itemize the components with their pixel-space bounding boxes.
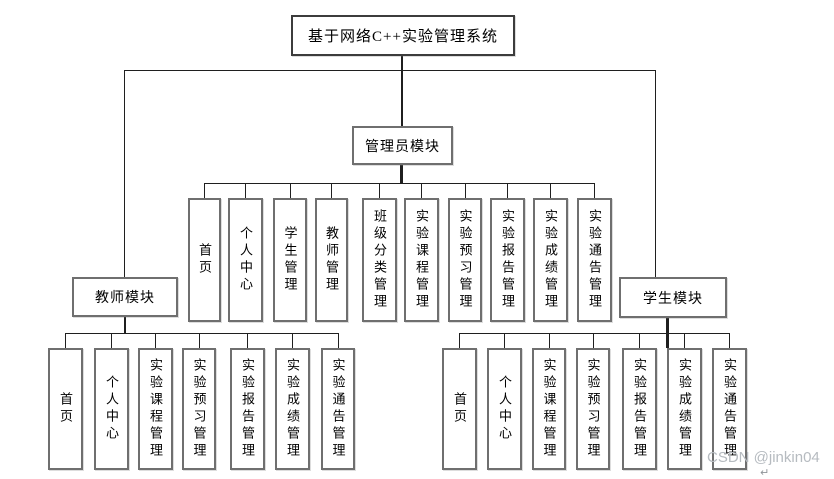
admin-child-label: 学生管理 bbox=[282, 226, 298, 294]
connector-bus-teacher bbox=[65, 333, 339, 334]
admin-child-box: 教师管理 bbox=[315, 198, 348, 322]
student-child-label: 实验课程管理 bbox=[541, 358, 557, 460]
teacher-child-box: 实验报告管理 bbox=[230, 348, 265, 470]
student-child-label: 实验报告管理 bbox=[632, 358, 647, 460]
connector-drop bbox=[379, 183, 380, 198]
connector-drop bbox=[593, 333, 594, 348]
student-child-box: 实验成绩管理 bbox=[667, 348, 702, 470]
connector-drop bbox=[290, 183, 291, 198]
teacher-child-label: 个人中心 bbox=[104, 375, 119, 443]
connector-drop bbox=[507, 183, 508, 198]
student-child-box: 实验报告管理 bbox=[622, 348, 657, 470]
student-child-label: 首页 bbox=[452, 392, 467, 426]
student-child-box: 首页 bbox=[442, 348, 477, 470]
admin-child-label: 个人中心 bbox=[238, 226, 253, 294]
admin-child-box: 个人中心 bbox=[228, 198, 263, 322]
connector-drop-admin bbox=[401, 70, 403, 126]
student-child-box: 个人中心 bbox=[487, 348, 522, 470]
student-child-label: 个人中心 bbox=[497, 375, 512, 443]
admin-child-label: 实验报告管理 bbox=[500, 209, 515, 311]
connector-drop bbox=[245, 183, 246, 198]
connector-drop bbox=[459, 333, 460, 348]
admin-child-box: 实验通告管理 bbox=[577, 198, 612, 322]
connector-drop bbox=[331, 183, 332, 198]
student-child-label: 实验通告管理 bbox=[722, 358, 737, 460]
connector-drop bbox=[465, 183, 466, 198]
teacher-child-box: 个人中心 bbox=[94, 348, 129, 470]
connector-drop bbox=[199, 333, 200, 348]
teacher-child-box: 实验成绩管理 bbox=[275, 348, 310, 470]
root-system-label: 基于网络C++实验管理系统 bbox=[308, 29, 498, 45]
teacher-module-label: 教师模块 bbox=[95, 291, 155, 306]
admin-child-label: 班级分类管理 bbox=[372, 209, 387, 311]
connector-drop bbox=[594, 183, 595, 198]
paragraph-return-mark: ↵ bbox=[760, 466, 770, 479]
connector-drop bbox=[292, 333, 293, 348]
teacher-child-label: 实验课程管理 bbox=[148, 358, 163, 460]
teacher-child-box: 实验课程管理 bbox=[138, 348, 173, 470]
connector-drop bbox=[247, 333, 248, 348]
admin-child-label: 教师管理 bbox=[324, 226, 339, 294]
student-module-box: 学生模块 bbox=[619, 277, 727, 318]
connector-drop-teacher bbox=[124, 70, 125, 277]
connector-drop bbox=[729, 333, 730, 348]
connector-drop bbox=[155, 333, 156, 348]
admin-child-label: 实验通告管理 bbox=[587, 209, 602, 311]
connector-bus-student bbox=[459, 333, 730, 334]
student-child-box: 实验课程管理 bbox=[532, 348, 566, 470]
teacher-child-label: 首页 bbox=[58, 392, 73, 426]
teacher-module-box: 教师模块 bbox=[72, 277, 178, 317]
connector-drop bbox=[204, 183, 205, 198]
student-child-label: 实验成绩管理 bbox=[677, 358, 692, 460]
teacher-child-label: 实验通告管理 bbox=[330, 358, 346, 460]
admin-child-label: 实验成绩管理 bbox=[543, 209, 558, 311]
admin-child-box: 学生管理 bbox=[273, 198, 307, 322]
connector-drop bbox=[421, 183, 422, 198]
connector-drop bbox=[639, 333, 640, 348]
connector-title-stub bbox=[401, 56, 403, 70]
student-child-label: 实验预习管理 bbox=[585, 358, 601, 460]
admin-child-label: 实验课程管理 bbox=[414, 209, 429, 311]
admin-child-label: 实验预习管理 bbox=[457, 209, 473, 311]
admin-child-box: 实验成绩管理 bbox=[533, 198, 568, 322]
student-child-box: 实验预习管理 bbox=[576, 348, 610, 470]
connector-drop bbox=[550, 183, 551, 198]
connector-drop bbox=[504, 333, 505, 348]
admin-module-label: 管理员模块 bbox=[365, 139, 440, 155]
connector-drop bbox=[549, 333, 550, 348]
admin-child-box: 实验预习管理 bbox=[448, 198, 482, 322]
teacher-child-box: 实验预习管理 bbox=[182, 348, 216, 470]
connector-drop-student bbox=[655, 70, 656, 277]
connector-teacher-stub bbox=[124, 317, 126, 333]
teacher-child-box: 实验通告管理 bbox=[321, 348, 355, 470]
admin-child-box: 首页 bbox=[188, 198, 221, 322]
root-system-box: 基于网络C++实验管理系统 bbox=[291, 15, 515, 56]
connector-bus-admin bbox=[204, 183, 595, 184]
csdn-watermark: CSDN @jinkin04 bbox=[707, 449, 820, 466]
student-child-box: 实验通告管理 bbox=[712, 348, 747, 470]
connector-drop bbox=[111, 333, 112, 348]
connector-drop bbox=[338, 333, 339, 348]
admin-child-label: 首页 bbox=[197, 243, 212, 277]
connector-bus-top bbox=[125, 70, 656, 71]
teacher-child-box: 首页 bbox=[48, 348, 83, 470]
student-module-label: 学生模块 bbox=[643, 291, 703, 307]
admin-child-box: 实验报告管理 bbox=[490, 198, 525, 322]
connector-admin-stub bbox=[400, 165, 403, 183]
connector-drop bbox=[684, 333, 685, 348]
admin-child-box: 班级分类管理 bbox=[362, 198, 397, 322]
admin-child-box: 实验课程管理 bbox=[404, 198, 439, 322]
teacher-child-label: 实验成绩管理 bbox=[285, 358, 300, 460]
connector-drop bbox=[65, 333, 66, 348]
teacher-child-label: 实验报告管理 bbox=[240, 358, 255, 460]
teacher-child-label: 实验预习管理 bbox=[191, 358, 207, 460]
admin-module-box: 管理员模块 bbox=[352, 126, 453, 165]
